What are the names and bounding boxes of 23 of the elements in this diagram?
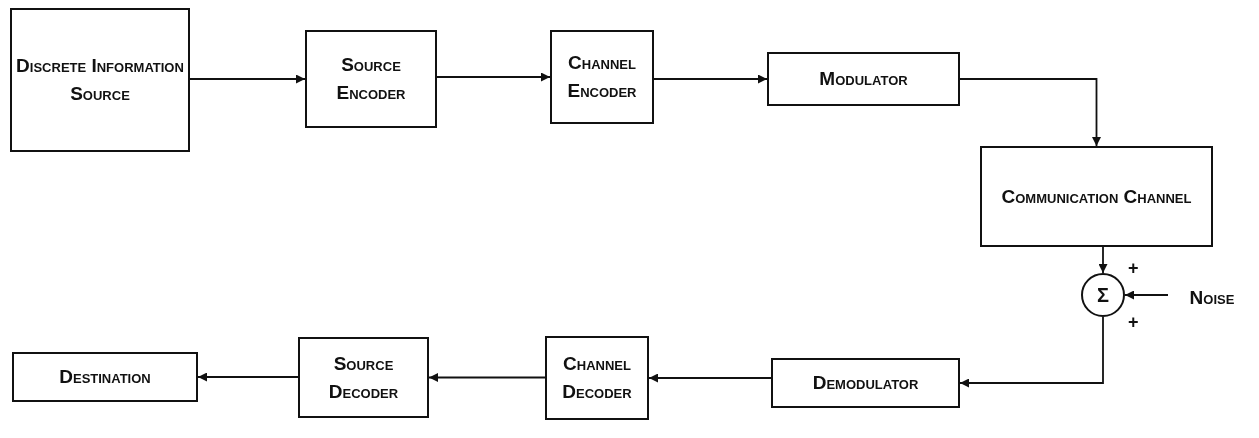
process-box: Communication Channel (980, 146, 1213, 247)
process-box: Modulator (767, 52, 960, 106)
arrow (428, 373, 546, 382)
process-box: Source Encoder (305, 30, 437, 128)
arrow (959, 316, 1104, 388)
arrow (189, 74, 306, 84)
arrow (197, 372, 299, 382)
arrow (1124, 290, 1169, 300)
noise-label: Noise (1168, 283, 1256, 313)
process-box: Demodulator (771, 358, 960, 408)
arrow (648, 373, 772, 383)
sign-label: + (1128, 258, 1139, 279)
sign-label: + (1128, 312, 1139, 333)
process-box: Source Decoder (298, 337, 429, 418)
arrow (1098, 246, 1108, 274)
process-box: Channel Decoder (545, 336, 649, 420)
process-box: Destination (12, 352, 198, 402)
arrow (959, 78, 1101, 147)
process-box: Discrete Information Source (10, 8, 190, 152)
arrow (436, 72, 551, 82)
process-box: Channel Encoder (550, 30, 654, 124)
arrow (653, 74, 768, 84)
summing-junction: Σ (1081, 273, 1125, 317)
